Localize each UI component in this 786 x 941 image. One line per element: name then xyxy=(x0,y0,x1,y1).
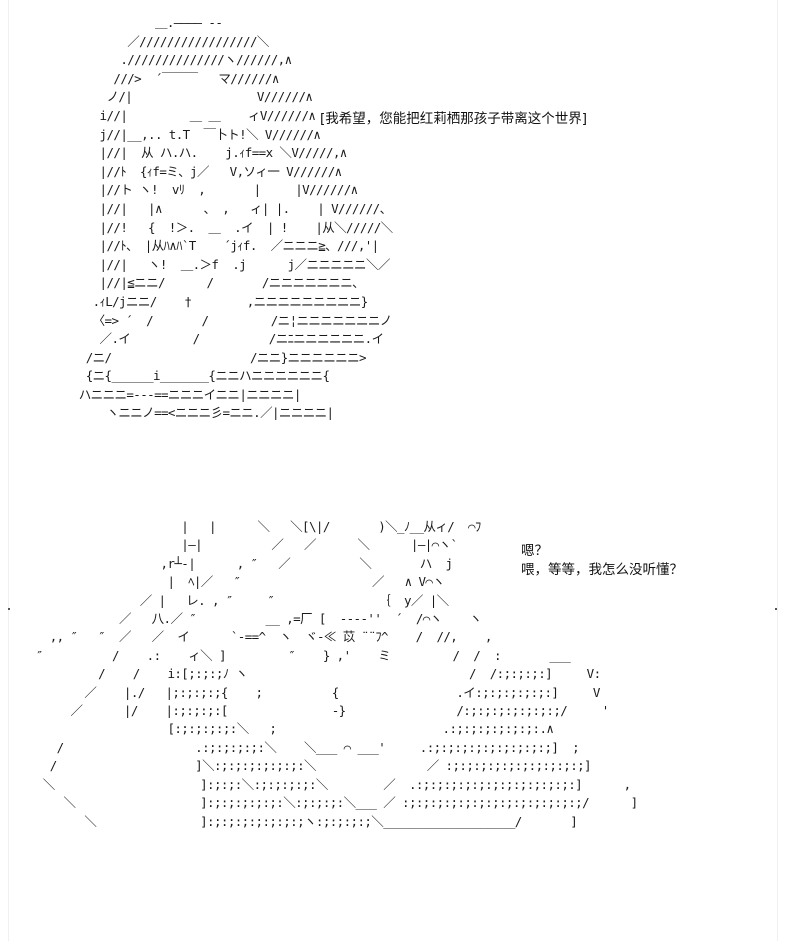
stray-dot xyxy=(775,608,777,610)
page-frame xyxy=(8,0,778,941)
ascii-art-close-up-figure: | | ＼ ＼[\|/ )＼_ﾉ__从ィ/ ⌒ﾌ |―| ／ ／ ＼ |―|⌒ヽ… xyxy=(35,519,638,829)
stray-dot xyxy=(8,608,10,610)
caption-top: [我希望，您能把红莉栖那孩子带离这个世界] xyxy=(320,111,588,127)
ascii-art-hooded-figure: ＿.―――― ‐- ／/////////////////＼ ./////////… xyxy=(78,15,393,421)
caption-bottom-2: 喂，等等，我怎么没听懂？ xyxy=(521,562,683,578)
caption-bottom-1: 嗯？ xyxy=(521,543,548,559)
